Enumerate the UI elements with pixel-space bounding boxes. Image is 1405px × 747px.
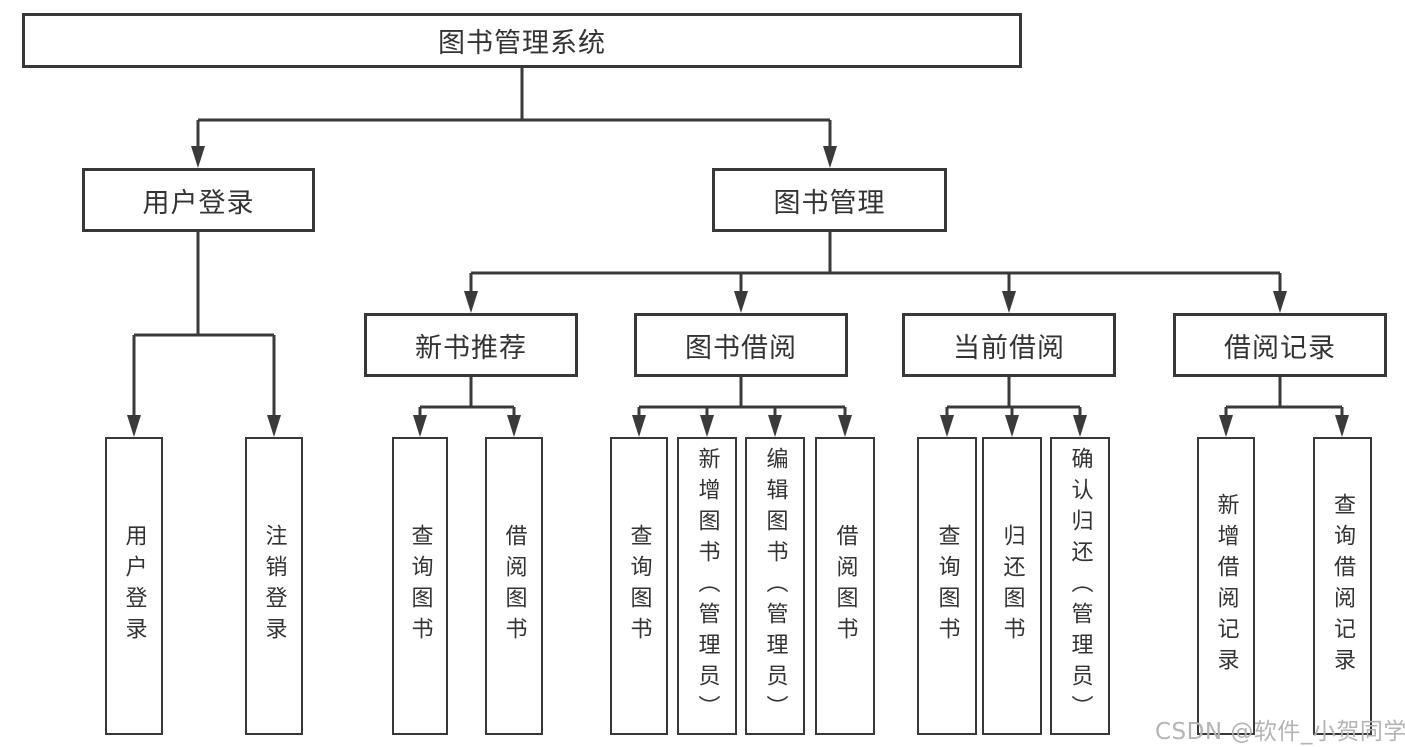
arrowhead-icon xyxy=(267,415,281,437)
leaf-current-query-book-label: 查询图书 xyxy=(934,524,960,648)
node-new-book-recommend: 新书推荐 xyxy=(364,313,578,377)
connector-bookmgmt-to-level3 xyxy=(469,231,1282,295)
arrowhead-icon xyxy=(1005,415,1019,437)
node-book-management: 图书管理 xyxy=(712,168,947,232)
leaf-add-book-admin-label: 新增图书（管理员） xyxy=(694,446,720,726)
leaf-recommend-borrow-book-label: 借阅图书 xyxy=(501,524,527,648)
node-root-label: 图书管理系统 xyxy=(438,28,606,59)
connector-borrowrecord-to-leaves xyxy=(1224,377,1344,418)
leaf-return-book-label: 归还图书 xyxy=(999,524,1025,648)
leaf-user-login-label: 用户登录 xyxy=(121,524,147,648)
arrowhead-icon xyxy=(507,415,521,437)
node-current-borrow: 当前借阅 xyxy=(902,313,1116,377)
connector-currentborrow-to-leaves xyxy=(945,377,1082,418)
connector-root-to-level2 xyxy=(196,68,832,150)
csdn-watermark: CSDN @软件_小贺同学 xyxy=(1155,719,1405,745)
arrowhead-icon xyxy=(1335,415,1349,437)
leaf-borrow-query-book: 查询图书 xyxy=(610,437,668,735)
node-book-management-label: 图书管理 xyxy=(773,187,886,219)
arrowhead-icon xyxy=(940,415,954,437)
leaf-recommend-query-book: 查询图书 xyxy=(392,437,448,735)
leaf-query-borrow-record-label: 查询借阅记录 xyxy=(1330,493,1356,679)
connector-userlogin-to-leaves xyxy=(132,232,276,418)
node-user-login: 用户登录 xyxy=(82,168,315,232)
arrowhead-icon xyxy=(632,415,646,437)
connector-newbookrec-to-leaves xyxy=(418,377,516,418)
leaf-return-book: 归还图书 xyxy=(982,437,1042,735)
arrowhead-icon xyxy=(1073,415,1087,437)
node-user-login-label: 用户登录 xyxy=(142,187,255,219)
arrowhead-icon xyxy=(1002,291,1016,313)
connector-bookborrow-to-leaves xyxy=(637,377,847,418)
leaf-borrow-book-label: 借阅图书 xyxy=(832,524,858,648)
node-borrow-record-label: 借阅记录 xyxy=(1224,332,1336,364)
node-root: 图书管理系统 xyxy=(22,13,1022,68)
leaf-borrow-book: 借阅图书 xyxy=(815,437,875,735)
leaf-logout: 注销登录 xyxy=(245,437,303,735)
node-current-borrow-label: 当前借阅 xyxy=(953,332,1065,364)
leaf-confirm-return-admin-label: 确认归还（管理员） xyxy=(1067,446,1093,726)
arrowhead-icon xyxy=(127,415,141,437)
arrowhead-icon xyxy=(768,415,782,437)
leaf-current-query-book: 查询图书 xyxy=(917,437,977,735)
leaf-add-borrow-record: 新增借阅记录 xyxy=(1197,437,1255,735)
leaf-add-borrow-record-label: 新增借阅记录 xyxy=(1213,493,1239,679)
arrowhead-icon xyxy=(838,415,852,437)
arrowhead-icon xyxy=(1273,291,1287,313)
leaf-recommend-query-book-label: 查询图书 xyxy=(407,524,433,648)
leaf-borrow-query-book-label: 查询图书 xyxy=(626,524,652,648)
leaf-confirm-return-admin: 确认归还（管理员） xyxy=(1050,437,1110,735)
arrowhead-icon xyxy=(464,291,478,313)
arrowhead-icon xyxy=(191,146,205,168)
leaf-edit-book-admin-label: 编辑图书（管理员） xyxy=(762,446,788,726)
arrowhead-icon xyxy=(700,415,714,437)
leaf-query-borrow-record: 查询借阅记录 xyxy=(1313,437,1372,735)
arrowhead-icon xyxy=(823,146,837,168)
leaf-add-book-admin: 新增图书（管理员） xyxy=(677,437,737,735)
arrowhead-icon xyxy=(413,415,427,437)
leaf-recommend-borrow-book: 借阅图书 xyxy=(485,437,543,735)
leaf-edit-book-admin: 编辑图书（管理员） xyxy=(745,437,805,735)
node-book-borrow: 图书借阅 xyxy=(634,313,848,377)
node-borrow-record: 借阅记录 xyxy=(1173,313,1387,377)
node-new-book-recommend-label: 新书推荐 xyxy=(415,332,527,364)
leaf-user-login: 用户登录 xyxy=(105,437,163,735)
arrowhead-icon xyxy=(734,291,748,313)
arrowhead-icon xyxy=(1219,415,1233,437)
node-book-borrow-label: 图书借阅 xyxy=(685,332,797,364)
leaf-logout-label: 注销登录 xyxy=(261,524,287,648)
